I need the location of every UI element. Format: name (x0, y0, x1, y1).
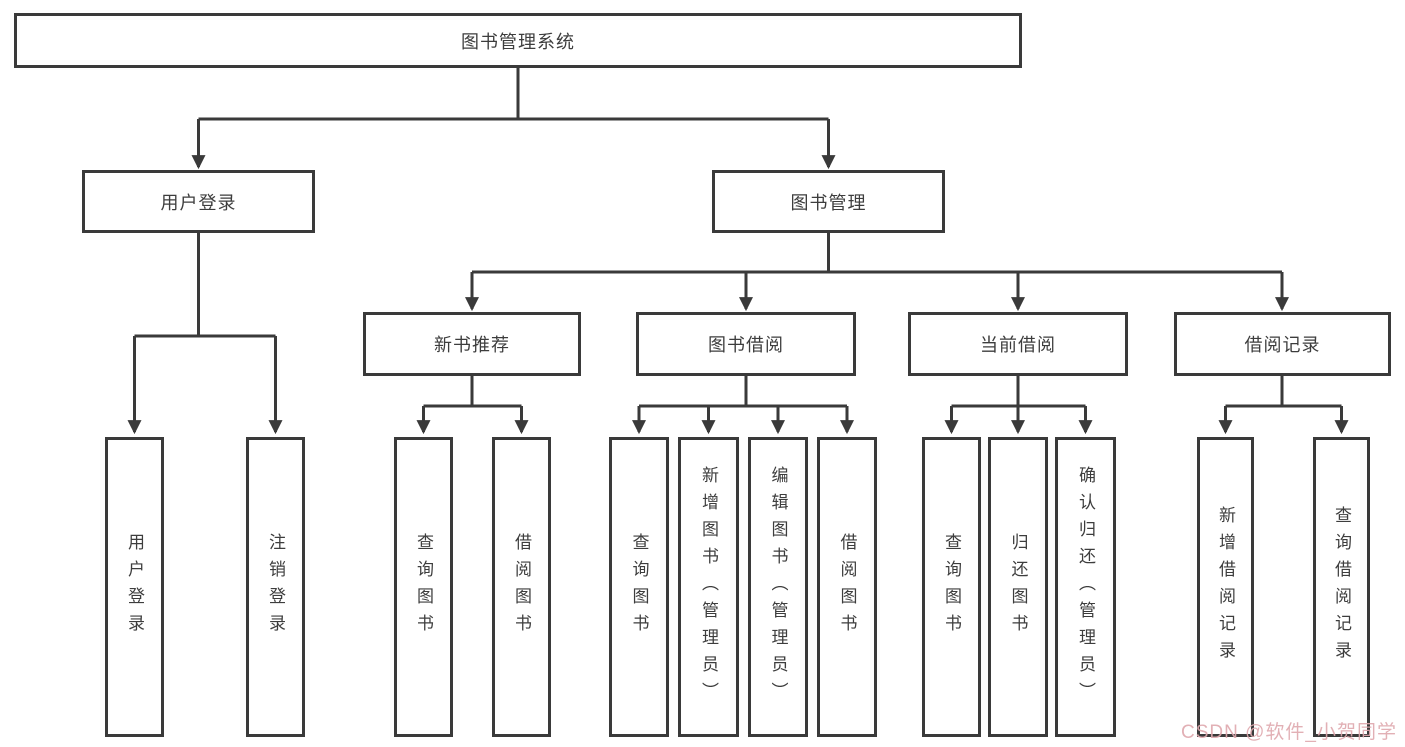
connector-book-management-to-level3 (465, 233, 1289, 312)
leaf-bb-borrow-book: 借阅图书 (817, 437, 877, 737)
connector-line (134, 233, 276, 338)
leaf-user-login: 用户登录 (105, 437, 164, 737)
node-borrow-record: 借阅记录 (1174, 312, 1391, 376)
connector-line (1225, 376, 1342, 408)
connector-line (423, 376, 522, 408)
leaf-br-query-record: 查询借阅记录 (1313, 437, 1370, 737)
leaf-nbr-borrow-book: 借阅图书 (492, 437, 551, 737)
csdn-watermark: CSDN @软件_小贺同学 (1181, 722, 1397, 743)
connector-root-to-level2 (191, 68, 836, 170)
connector-book-borrow-to-leaves (632, 376, 854, 435)
node-book-borrow: 图书借阅 (636, 312, 856, 376)
connector-line (472, 233, 1282, 274)
node-root: 图书管理系统 (14, 13, 1022, 68)
connector-new-book-rec-to-leaves (416, 376, 529, 435)
leaf-nbr-query-book: 查询图书 (394, 437, 453, 737)
node-user-login: 用户登录 (82, 170, 315, 233)
connector-user-login-to-leaves (127, 233, 283, 435)
leaf-cb-query-book: 查询图书 (922, 437, 981, 737)
connector-line (198, 68, 829, 121)
node-book-management: 图书管理 (712, 170, 945, 233)
leaf-bb-edit-book-admin: 编辑图书（管理员） (748, 437, 808, 737)
leaf-logout: 注销登录 (246, 437, 305, 737)
leaf-br-add-record: 新增借阅记录 (1197, 437, 1254, 737)
leaf-cb-confirm-return-admin: 确认归还（管理员） (1055, 437, 1116, 737)
leaf-bb-add-book-admin: 新增图书（管理员） (678, 437, 739, 737)
leaf-cb-return-book: 归还图书 (988, 437, 1048, 737)
leaf-bb-query-book: 查询图书 (609, 437, 669, 737)
node-current-borrow: 当前借阅 (908, 312, 1128, 376)
connector-line (951, 376, 1086, 408)
connector-current-borrow-to-leaves (944, 376, 1093, 435)
node-new-book-recommend: 新书推荐 (363, 312, 581, 376)
connector-borrow-record-to-leaves (1218, 376, 1349, 435)
connector-line (639, 376, 847, 408)
